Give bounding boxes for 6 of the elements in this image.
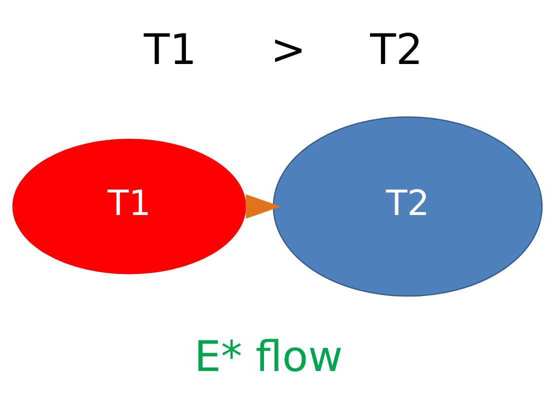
label: >	[270, 24, 306, 74]
node-ellipse: T1	[12, 138, 246, 274]
node-ellipse: T2	[272, 116, 543, 296]
label: T1	[144, 24, 197, 74]
label: T2	[370, 24, 423, 74]
label: E* flow	[194, 331, 343, 380]
